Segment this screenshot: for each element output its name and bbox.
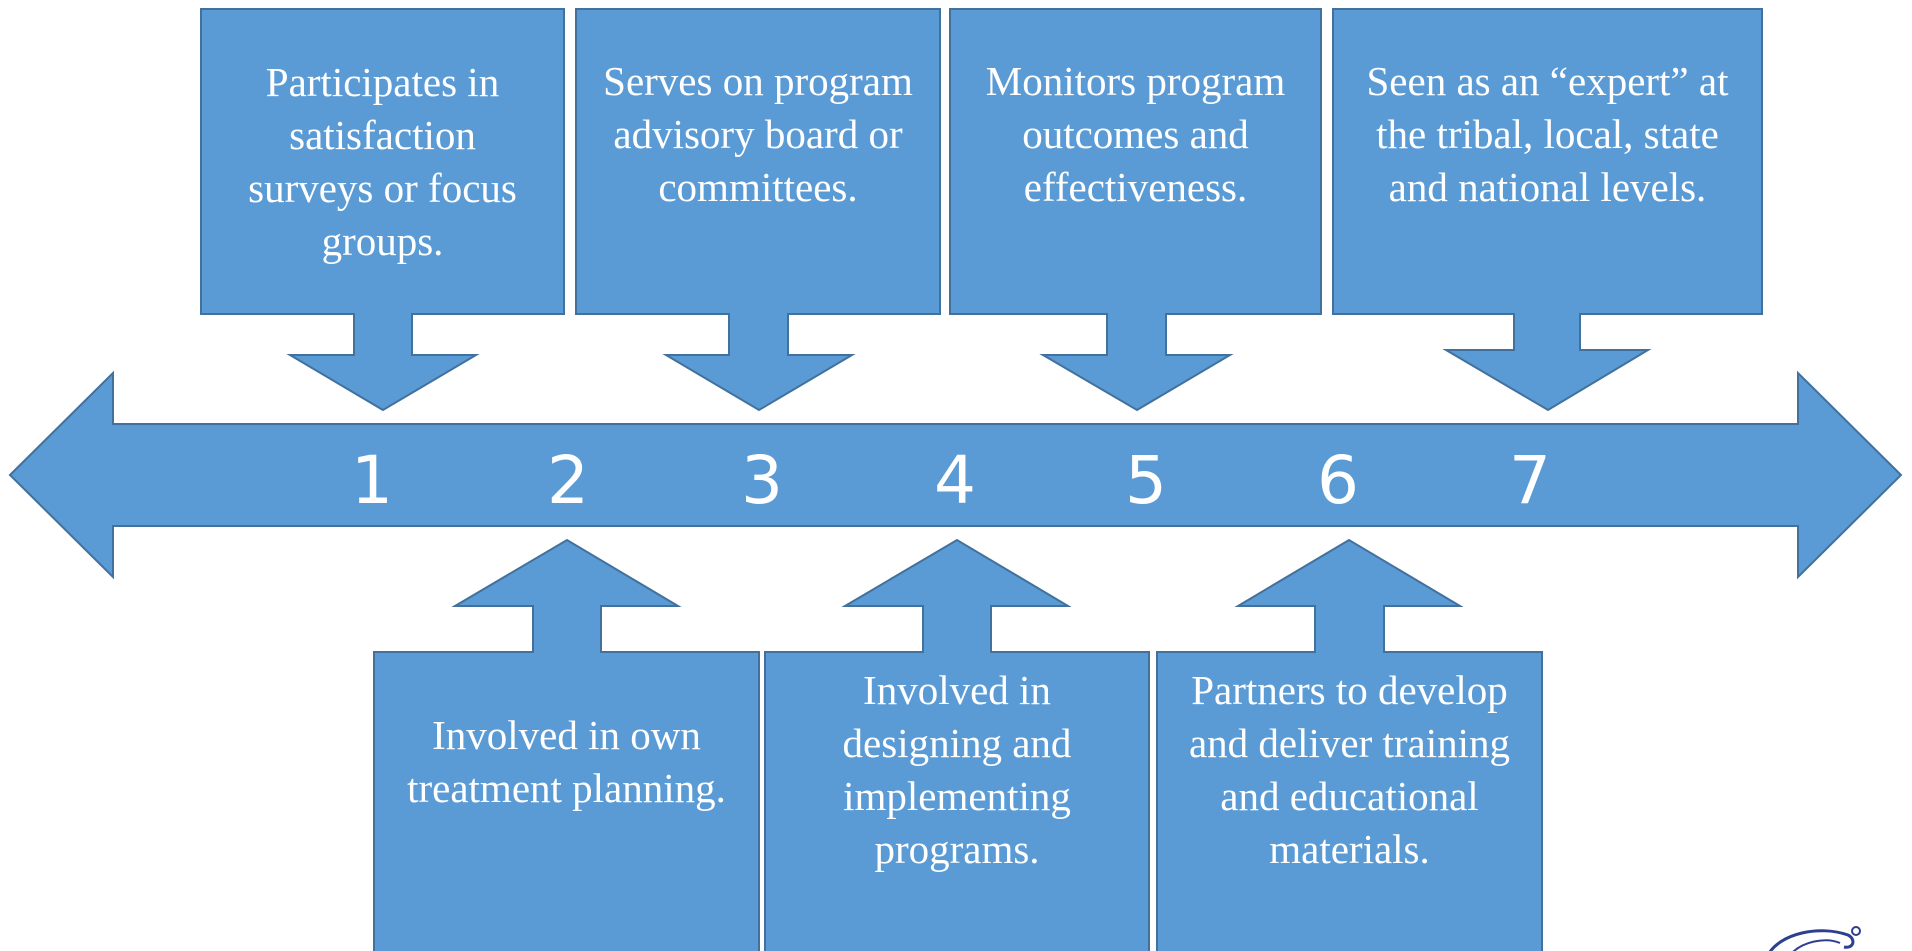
- callout-bottom-1-text: Involved in own treatment planning.: [407, 712, 726, 811]
- step-number-6: 6: [1317, 442, 1359, 519]
- step-number-4: 4: [934, 442, 976, 519]
- callout-top-4-text: Seen as an “expert” at the tribal, local…: [1366, 57, 1729, 210]
- swirl-logo-icon: [1769, 926, 1861, 951]
- step-number-5: 5: [1125, 442, 1167, 519]
- step-number-7: 7: [1509, 442, 1551, 519]
- step-number-2: 2: [547, 442, 589, 519]
- step-number-1: 1: [351, 442, 393, 519]
- callout-bottom-2-text: Involved in designing and implementing p…: [842, 667, 1072, 872]
- timeline-arrow-shape: [8, 370, 1903, 580]
- step-number-3: 3: [741, 442, 783, 519]
- callout-bottom-3-text: Partners to develop and deliver training…: [1188, 667, 1511, 872]
- callout-top-1-text: Participates in satisfaction surveys or …: [248, 58, 517, 264]
- callout-top-3-text: Monitors program outcomes and effectiven…: [985, 57, 1286, 210]
- callout-top-2-text: Serves on program advisory board or comm…: [603, 57, 913, 210]
